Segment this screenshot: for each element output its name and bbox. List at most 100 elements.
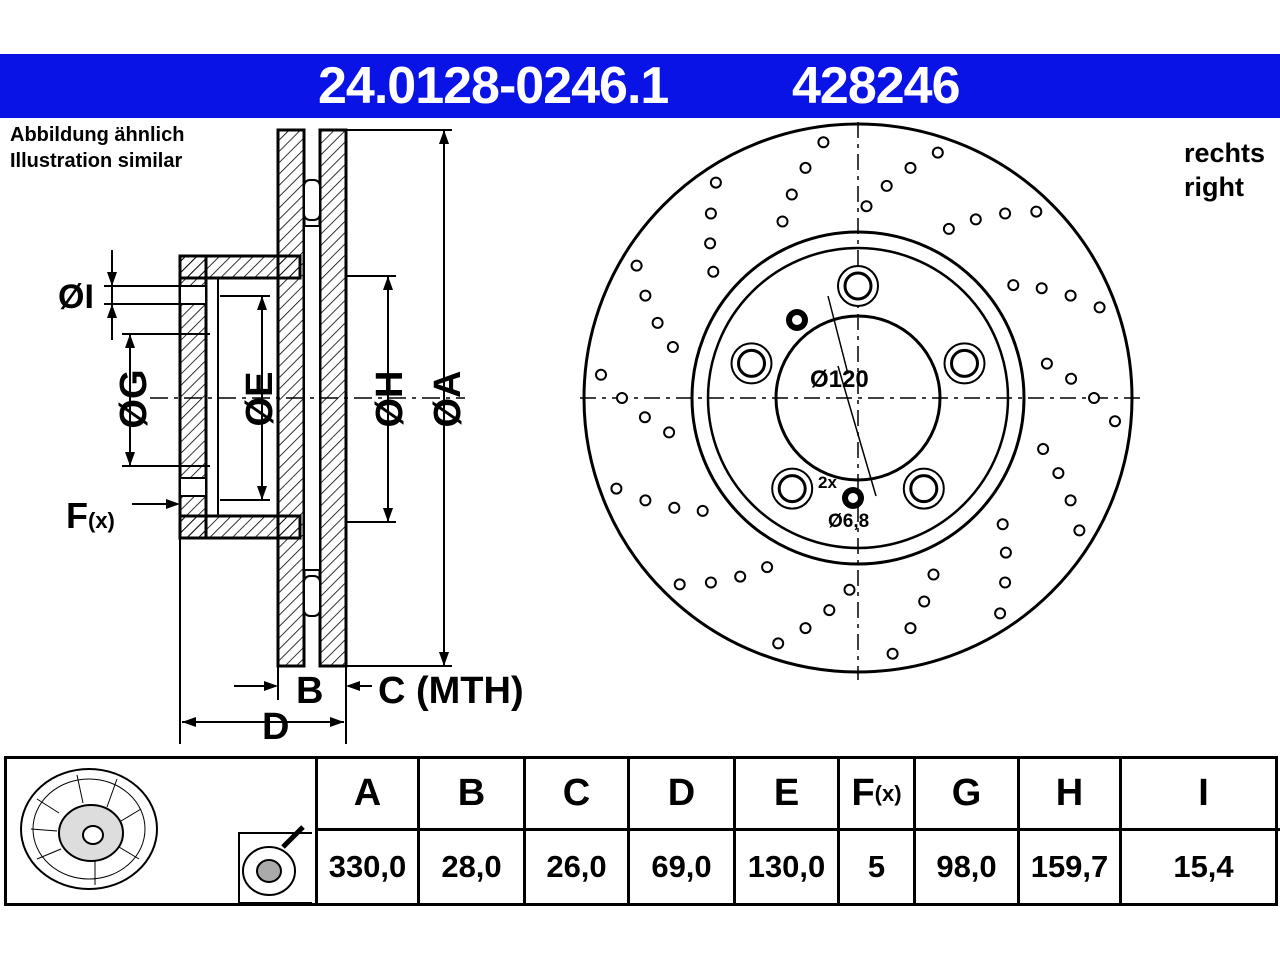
part-number: 24.0128-0246.1: [318, 57, 669, 115]
drill-hole: [666, 341, 679, 353]
drill-hole: [799, 161, 812, 174]
bolt-hole: [777, 474, 807, 504]
bolt-hole-top: [179, 285, 207, 305]
drill-hole: [761, 561, 774, 574]
drill-hole: [860, 200, 873, 213]
center-bore: [774, 314, 942, 482]
table-header-h: H: [1017, 759, 1119, 831]
table-header-text: B: [457, 772, 486, 814]
drill-hole: [673, 578, 686, 591]
drill-hole: [999, 546, 1012, 559]
table-header-text: H: [1055, 772, 1084, 814]
drill-hole: [785, 188, 798, 201]
drill-hole: [639, 289, 652, 302]
table-header-a: A: [315, 759, 417, 831]
drill-hole: [668, 501, 681, 514]
disc-thumbnail: [20, 768, 312, 903]
side-line-en: right: [1184, 172, 1244, 202]
label-hole-dia: Ø6,8: [828, 511, 870, 532]
drill-hole: [616, 392, 628, 404]
drill-hole: [994, 607, 1007, 620]
drill-hole: [1040, 357, 1053, 370]
short-number: 428246: [792, 57, 961, 115]
label-f-letter: F: [66, 495, 88, 536]
drill-hole: [931, 146, 944, 159]
drill-hole: [707, 265, 720, 278]
drill-hole: [927, 568, 940, 581]
table-header-text: A: [353, 772, 382, 814]
table-header-d: D: [627, 759, 733, 831]
table-value-d: 69,0: [627, 831, 733, 903]
table-header-text: C: [562, 772, 591, 814]
drill-hole: [709, 176, 722, 189]
drill-hole: [704, 576, 717, 589]
drill-hole: [1065, 372, 1078, 385]
drill-hole: [651, 316, 664, 329]
table-header-text: F: [851, 772, 875, 814]
drill-hole: [1088, 392, 1100, 404]
drill-hole: [1109, 415, 1121, 428]
drill-hole: [1007, 279, 1020, 292]
table-value-b: 28,0: [417, 831, 523, 903]
disc-outer-edge: [582, 122, 1134, 674]
table-header-text: E: [773, 772, 800, 814]
drill-hole: [630, 259, 643, 272]
drill-hole: [1064, 289, 1077, 302]
drill-hole: [776, 215, 789, 228]
drill-hole: [904, 622, 917, 635]
table-value-e: 130,0: [733, 831, 837, 903]
drill-hole: [1052, 467, 1065, 480]
table-value-i: 15,4: [1119, 831, 1280, 903]
table-header-f: F(x): [837, 759, 913, 831]
table-header-e: E: [733, 759, 837, 831]
drill-hole: [639, 494, 652, 507]
note-line-de: Abbildung ähnlich: [10, 124, 185, 146]
drill-hole: [999, 576, 1012, 589]
table-header-text: D: [667, 772, 696, 814]
drill-hole: [1035, 282, 1048, 295]
label-f-sub: (x): [88, 508, 115, 533]
drill-hole: [799, 622, 812, 635]
drill-hole: [996, 518, 1009, 531]
bolt-hole-bottom: [179, 477, 207, 497]
vane-gap-top: [303, 179, 321, 221]
table-value-h: 159,7: [1017, 831, 1119, 903]
table-value-c: 26,0: [523, 831, 627, 903]
friction-inner-edge: [690, 230, 1026, 566]
drill-hole: [880, 179, 893, 192]
drill-hole: [610, 482, 623, 495]
bolt-hole: [950, 348, 979, 378]
drill-hole: [1073, 524, 1086, 537]
drill-hole: [638, 411, 651, 424]
bolt-hole: [843, 271, 873, 301]
vane-gap-bottom: [303, 575, 321, 617]
drill-hole: [663, 426, 676, 439]
drill-hole: [969, 213, 982, 226]
drill-hole: [772, 637, 785, 650]
illustration-note: Abbildung ähnlich Illustration similar: [10, 122, 184, 174]
drill-hole: [734, 570, 747, 583]
table-value-a: 330,0: [315, 831, 417, 903]
table-header-f-sub: (x): [874, 780, 902, 806]
drill-hole: [999, 207, 1012, 220]
drill-hole: [886, 647, 899, 660]
drill-hole: [918, 595, 931, 608]
header-banner: 24.0128-0246.1 428246: [0, 54, 1280, 118]
drill-holes: [595, 136, 1121, 660]
label-f: F(x): [66, 498, 115, 534]
drill-hole: [942, 222, 955, 235]
label-count: 2x: [818, 473, 837, 492]
bolt-holes: [730, 265, 986, 510]
table-value-f: 5: [837, 831, 913, 903]
drill-hole: [1030, 205, 1043, 218]
label-b: B: [296, 670, 324, 712]
drill-hole: [1064, 494, 1077, 507]
table-value-g: 98,0: [913, 831, 1017, 903]
hat-edge: [706, 246, 1010, 550]
label-d: D: [262, 706, 290, 748]
drill-hole: [696, 504, 709, 517]
side-line-de: rechts: [1184, 138, 1266, 168]
